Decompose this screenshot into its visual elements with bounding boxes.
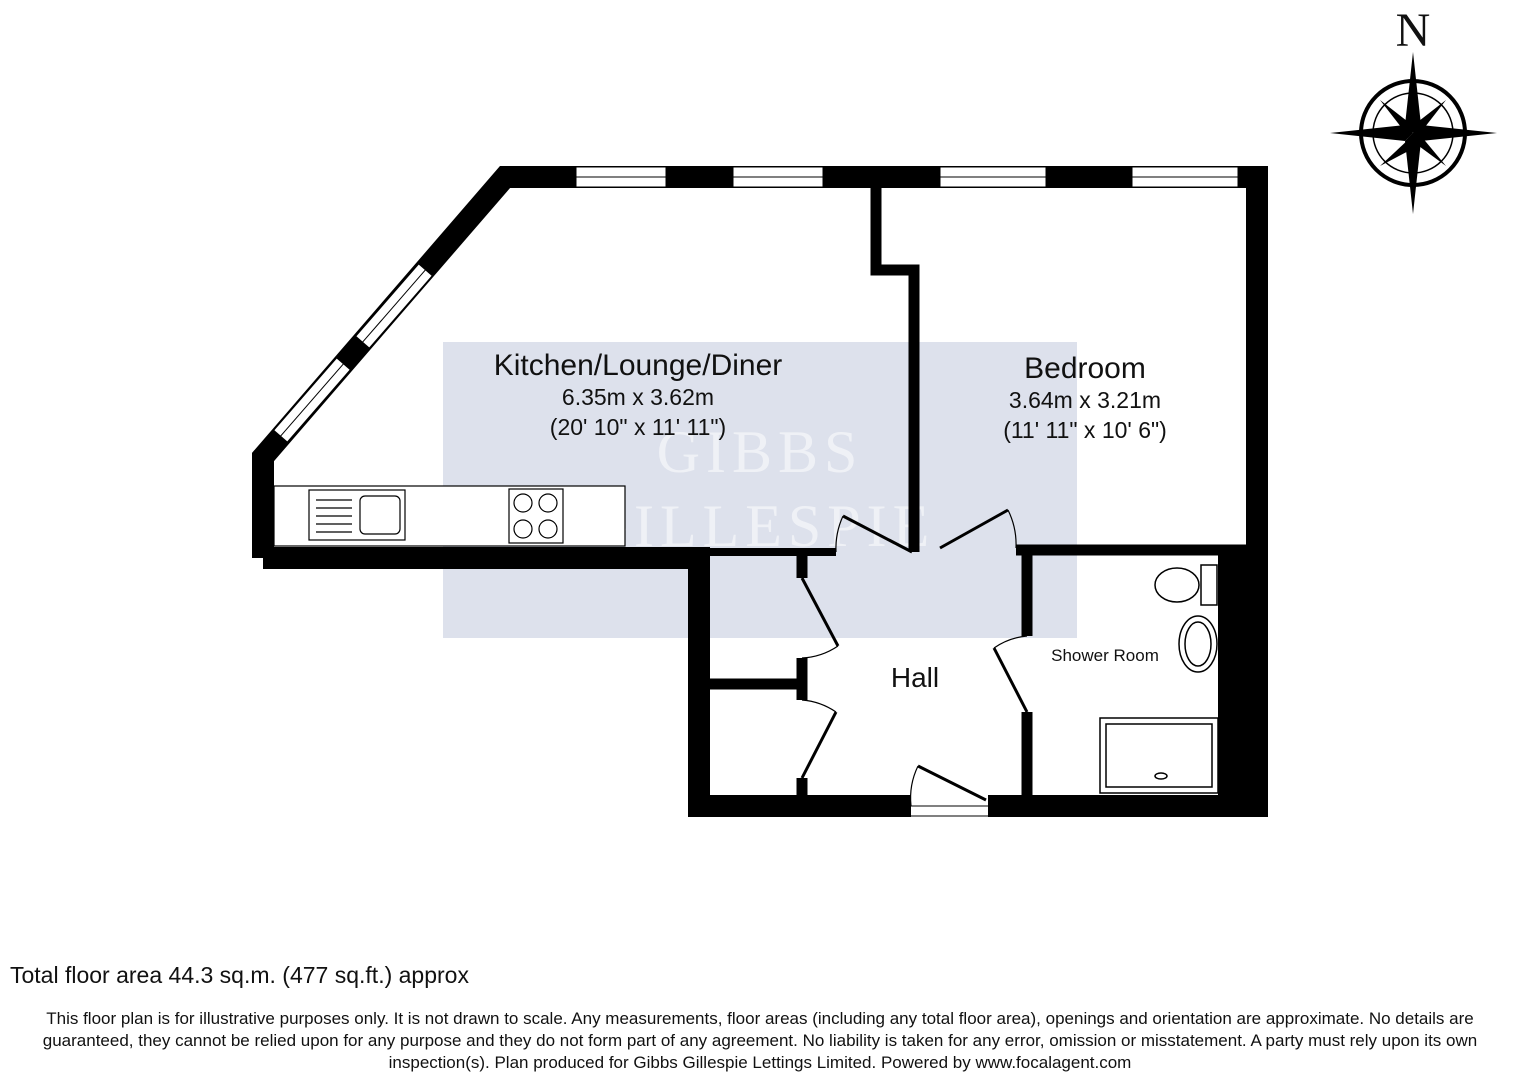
shower-drain xyxy=(1154,772,1168,780)
kitchen-metric: 6.35m x 3.62m xyxy=(562,384,714,410)
bedroom-imperial: (11' 11" x 10' 6") xyxy=(1003,417,1167,443)
bedroom-metric: 3.64m x 3.21m xyxy=(1009,387,1161,413)
kitchen-name: Kitchen/Lounge/Diner xyxy=(494,349,783,382)
disclaimer-text: This floor plan is for illustrative purp… xyxy=(42,1009,1478,1072)
kitchen-worktop xyxy=(273,485,626,547)
sink-bowl xyxy=(359,495,401,535)
bedroom-name: Bedroom xyxy=(1024,352,1146,385)
shower-name: Shower Room xyxy=(1051,646,1159,665)
door-bedroom xyxy=(939,508,1009,550)
wall-kitchen-bedroom xyxy=(870,188,920,552)
toilet-cistern xyxy=(1200,564,1218,606)
doors xyxy=(800,508,1029,817)
wall-shower-right xyxy=(1218,550,1258,806)
floor-plan: GIBBS GILLESPIE xyxy=(252,4,1497,817)
toilet-bowl xyxy=(1154,567,1200,603)
door-cupboard-2 xyxy=(800,711,838,779)
door-kitchen xyxy=(842,514,913,554)
interior-walls xyxy=(710,188,1258,806)
compass-icon: N xyxy=(1330,4,1497,214)
total-floor-area: Total floor area 44.3 sq.m. (477 sq.ft.)… xyxy=(10,962,469,988)
hall-name: Hall xyxy=(891,662,939,693)
door-entrance xyxy=(917,764,987,802)
windows xyxy=(273,166,1239,443)
kitchen-imperial: (20' 10" x 11' 11") xyxy=(550,414,726,440)
door-shower xyxy=(992,647,1029,713)
door-cupboard-1 xyxy=(800,577,840,647)
compass-north-label: N xyxy=(1396,4,1431,57)
watermark-line1: GIBBS xyxy=(657,419,864,485)
shower-fittings xyxy=(1099,564,1219,794)
